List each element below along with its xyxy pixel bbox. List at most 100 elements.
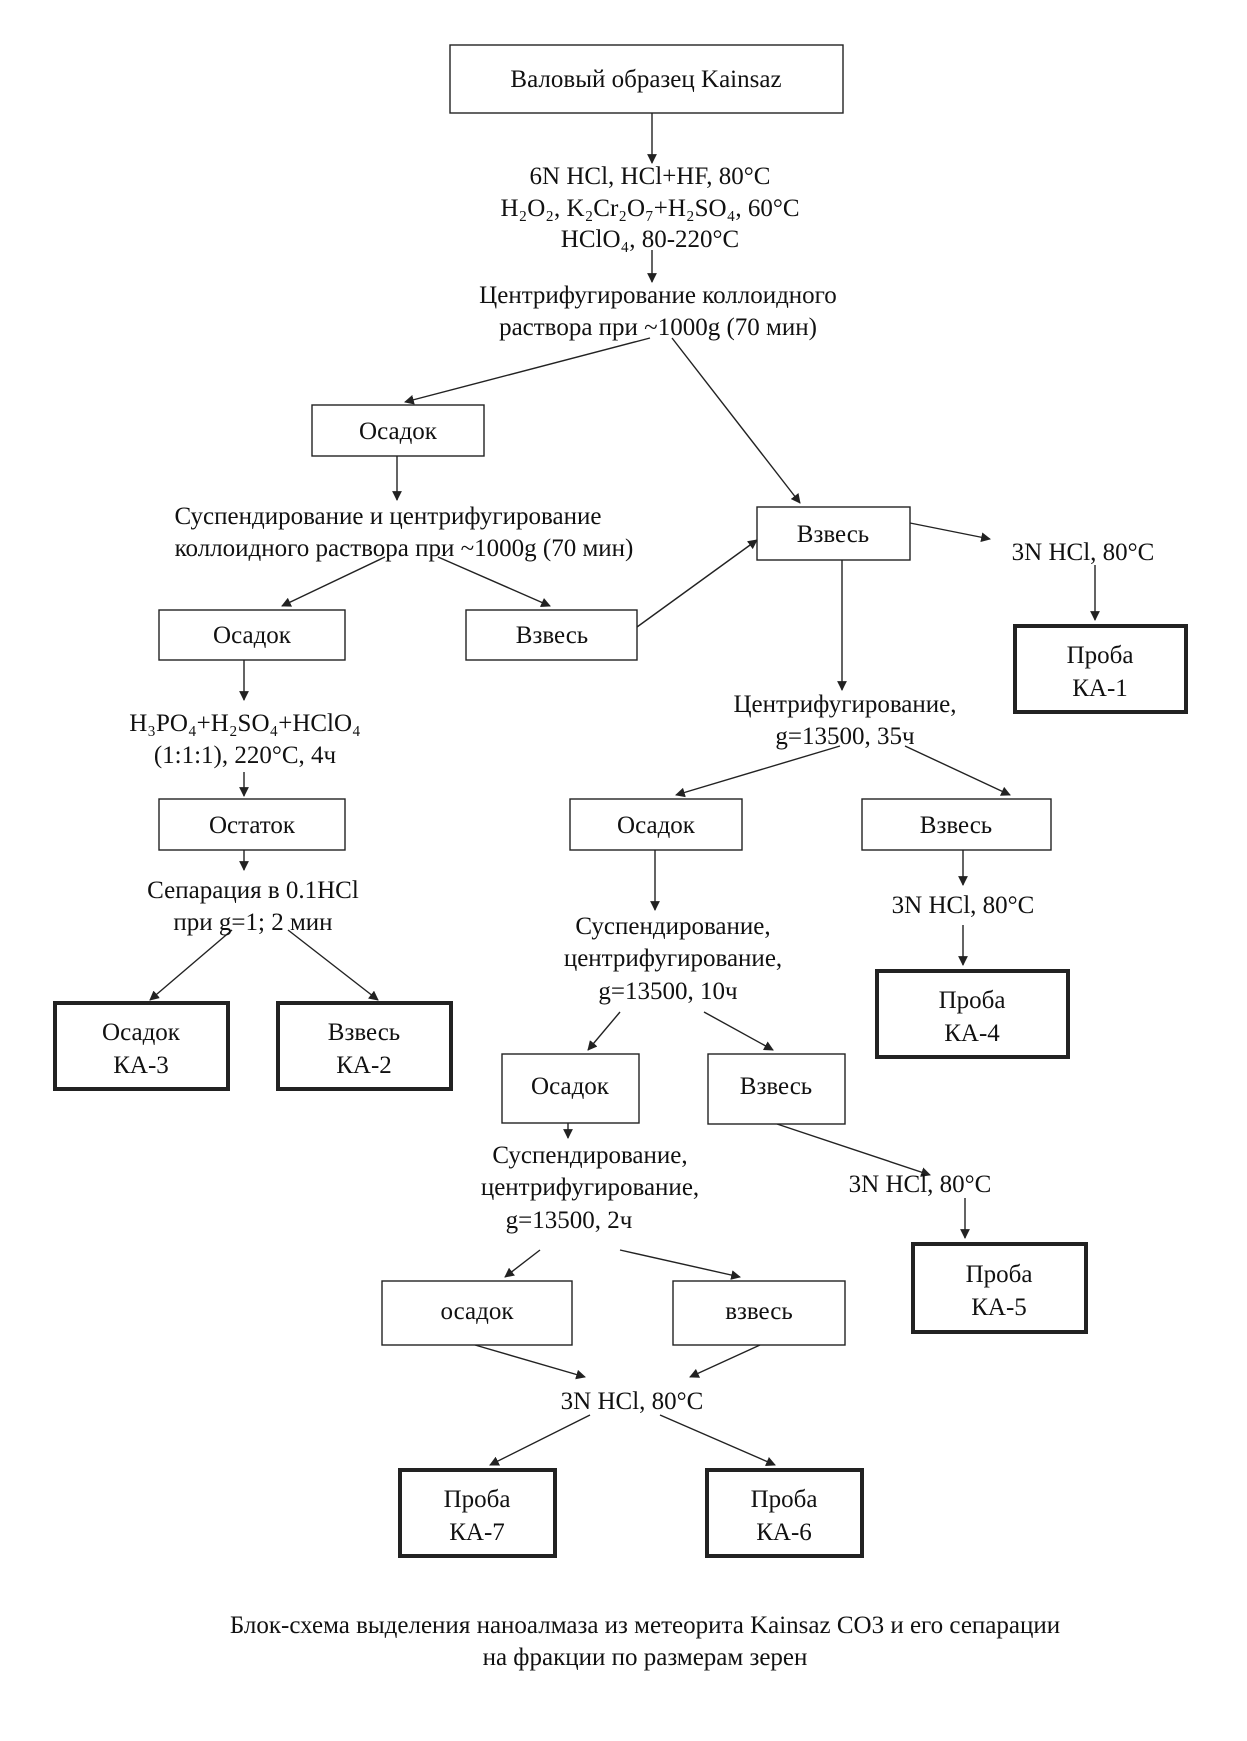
arrow-susp2-to-osadok4 [587, 1011, 621, 1051]
svg-text:Взвесь: Взвесь [797, 521, 869, 548]
arrow-osadok5-to-hcl-d [474, 1344, 586, 1380]
svg-text:Сепарация в 0.1HCl: Сепарация в 0.1HCl [147, 877, 359, 904]
svg-text:КА-2: КА-2 [336, 1052, 392, 1079]
svg-text:осадок: осадок [441, 1298, 515, 1325]
arrow-vzves2-to-vzves1 [636, 539, 758, 628]
step-centrifugation-2: Центрифугирование, g=13500, 35ч [733, 691, 956, 750]
node-sample-ka1: Проба КА-1 [1013, 624, 1188, 714]
arrow-hcl-d-to-ka6 [659, 1414, 776, 1466]
arrow-vzves5-to-hcl-d [689, 1344, 761, 1378]
arrow-separation-to-ka3 [149, 929, 233, 1001]
svg-text:HClO₄, 80-220°C: HClO₄, 80-220°C [561, 226, 739, 253]
svg-text:Осадок: Осадок [213, 622, 292, 649]
arrow-separation-to-ka2 [287, 929, 379, 1001]
svg-text:H₃PO₄+H₂SO₄+HClO₄: H₃PO₄+H₂SO₄+HClO₄ [129, 710, 361, 737]
step-hcl-c: 3N HCl, 80°C [849, 1171, 992, 1198]
step-separation: Сепарация в 0.1HCl при g=1; 2 мин [147, 877, 359, 936]
svg-text:коллоидного раствора при ~1000: коллоидного раствора при ~1000g (70 мин) [175, 535, 634, 562]
svg-text:центрифугирование,: центрифугирование, [481, 1174, 699, 1201]
arrow-susp1-to-osadok2 [281, 556, 386, 607]
svg-text:(1:1:1), 220°C, 4ч: (1:1:1), 220°C, 4ч [154, 742, 336, 769]
node-vzves-2: Взвесь [465, 609, 638, 661]
node-sample-ka5: Проба КА-5 [911, 1242, 1088, 1334]
step-hcl-d: 3N HCl, 80°C [561, 1388, 704, 1415]
figure-caption: Блок-схема выделения наноалмаза из метео… [230, 1612, 1060, 1671]
svg-text:Осадок: Осадок [617, 812, 696, 839]
node-bulk-sample: Валовый образец Kainsaz [449, 44, 844, 114]
step-hcl-a: 3N HCl, 80°C [1012, 539, 1155, 566]
step-suspension-3: Суспендирование, центрифугирование, g=13… [481, 1142, 699, 1234]
node-osadok-4: Осадок [501, 1053, 640, 1124]
node-osadok-1: Осадок [311, 404, 485, 457]
svg-text:раствора при ~1000g (70 мин): раствора при ~1000g (70 мин) [499, 314, 817, 341]
svg-text:Осадок: Осадок [531, 1073, 610, 1100]
node-osadok-2: Осадок [158, 609, 346, 661]
svg-text:Проба: Проба [966, 1261, 1033, 1288]
node-sample-ka3: Осадок КА-3 [53, 1001, 230, 1091]
arrow-centr1-to-osadok1 [404, 337, 651, 405]
svg-text:Осадок: Осадок [359, 418, 438, 445]
svg-text:Взвесь: Взвесь [516, 622, 588, 649]
arrow-susp3-to-vzves5 [619, 1249, 741, 1280]
arrow-vzves4-to-hcl-c [776, 1123, 931, 1177]
svg-text:КА-5: КА-5 [971, 1294, 1027, 1321]
step-hcl-b: 3N HCl, 80°C [892, 892, 1035, 919]
step-suspension-2: Суспендирование, центрифугирование, g=13… [564, 913, 782, 1005]
svg-text:Проба: Проба [939, 987, 1006, 1014]
svg-text:при g=1; 2 мин: при g=1; 2 мин [173, 909, 332, 936]
svg-text:Суспендирование,: Суспендирование, [575, 913, 770, 940]
step-acid-mix: H₃PO₄+H₂SO₄+HClO₄ (1:1:1), 220°C, 4ч [129, 710, 361, 769]
svg-text:КА-7: КА-7 [449, 1519, 505, 1546]
svg-text:КА-6: КА-6 [756, 1519, 812, 1546]
svg-text:Суспендирование и центрифугиро: Суспендирование и центрифугирование [174, 503, 601, 530]
svg-text:Взвесь: Взвесь [920, 812, 992, 839]
arrow-susp1-to-vzves2 [437, 556, 551, 607]
node-vzves-4: Взвесь [707, 1053, 846, 1125]
svg-text:КА-3: КА-3 [113, 1052, 169, 1079]
svg-text:Центрифугирование,: Центрифугирование, [733, 691, 956, 718]
svg-text:Центрифугирование коллоидного: Центрифугирование коллоидного [479, 282, 837, 309]
node-sample-ka6: Проба КА-6 [705, 1468, 864, 1558]
arrow-centr2-to-osadok3 [675, 745, 841, 798]
svg-text:H₂O₂, K₂Cr₂O₇+H₂SO₄, 60°C: H₂O₂, K₂Cr₂O₇+H₂SO₄, 60°C [500, 195, 799, 222]
node-sample-ka2: Взвесь КА-2 [276, 1001, 453, 1091]
svg-text:на фракции по размерам зерен: на фракции по размерам зерен [483, 1644, 808, 1671]
node-vzves-1: Взвесь [756, 506, 911, 561]
svg-text:Проба: Проба [751, 1486, 818, 1513]
svg-text:g=13500, 10ч: g=13500, 10ч [598, 978, 737, 1005]
arrow-susp2-to-vzves4 [703, 1011, 774, 1051]
svg-text:КА-4: КА-4 [944, 1020, 1000, 1047]
svg-text:Суспендирование,: Суспендирование, [492, 1142, 687, 1169]
arrow-susp3-to-osadok5 [504, 1249, 541, 1278]
arrow-centr2-to-vzves3 [904, 745, 1011, 796]
connector-arrows [149, 113, 1100, 1466]
node-osadok-3: Осадок [569, 798, 743, 851]
svg-text:Взвесь: Взвесь [740, 1073, 812, 1100]
step-suspension-1: Суспендирование и центрифугирование колл… [174, 503, 633, 562]
svg-text:Проба: Проба [1067, 642, 1134, 669]
svg-text:Остаток: Остаток [209, 812, 296, 839]
node-sample-ka4: Проба КА-4 [875, 969, 1070, 1059]
svg-text:Проба: Проба [444, 1486, 511, 1513]
svg-text:Взвесь: Взвесь [328, 1019, 400, 1046]
node-bulk-label: Валовый образец Kainsaz [510, 66, 781, 93]
node-ostatok: Остаток [158, 798, 346, 851]
svg-text:6N HCl, HCl+HF, 80°C: 6N HCl, HCl+HF, 80°C [530, 163, 771, 190]
step-treatment: 6N HCl, HCl+HF, 80°C H₂O₂, K₂Cr₂O₇+H₂SO₄… [500, 163, 799, 253]
node-vzves-3: Взвесь [861, 798, 1052, 851]
svg-text:взвесь: взвесь [725, 1298, 793, 1325]
svg-text:КА-1: КА-1 [1072, 675, 1128, 702]
svg-text:Блок-схема выделения наноалмаз: Блок-схема выделения наноалмаза из метео… [230, 1612, 1060, 1639]
node-osadok-5: осадок [381, 1280, 573, 1346]
svg-text:Осадок: Осадок [102, 1019, 181, 1046]
arrow-hcl-d-to-ka7 [489, 1414, 591, 1466]
svg-text:g=13500, 2ч: g=13500, 2ч [506, 1207, 633, 1234]
node-sample-ka7: Проба КА-7 [398, 1468, 557, 1558]
step-centrifugation-1: Центрифугирование коллоидного раствора п… [479, 282, 837, 341]
svg-text:центрифугирование,: центрифугирование, [564, 945, 782, 972]
arrow-centr1-to-vzves1 [671, 337, 801, 504]
svg-text:g=13500, 35ч: g=13500, 35ч [775, 723, 914, 750]
node-vzves-5: взвесь [672, 1280, 846, 1346]
arrow-vzves1-to-hcl-a [909, 522, 991, 543]
